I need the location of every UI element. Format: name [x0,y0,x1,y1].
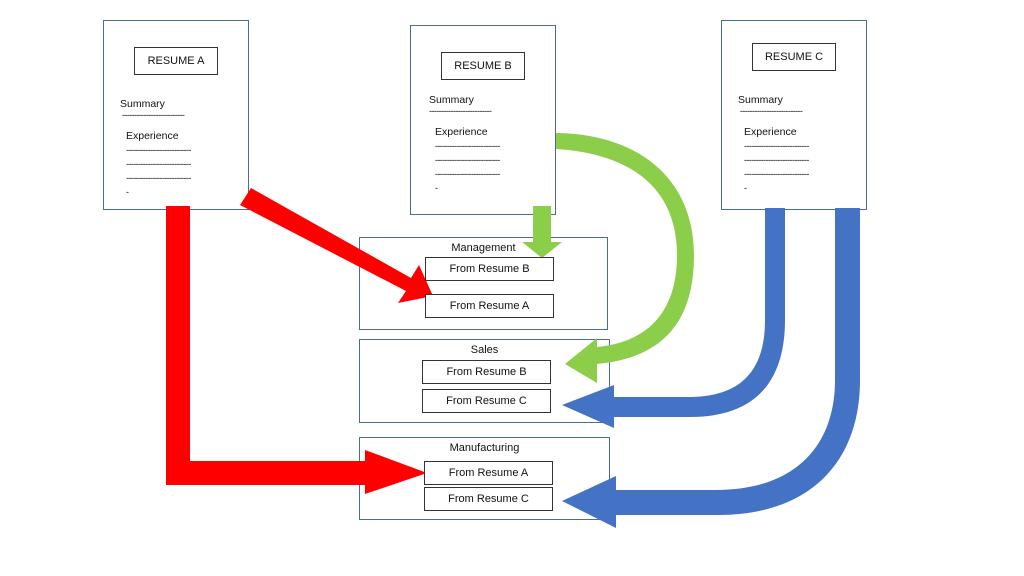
resume-c-card: RESUME C Summary -----------------------… [721,20,867,210]
from-box-label: From Resume A [449,300,530,312]
summary-label: Summary [120,98,165,110]
experience-label: Experience [435,126,488,138]
resume-title: RESUME A [134,47,218,75]
from-box-manufacturing-resume-c: From Resume C [424,487,553,511]
summary-placeholder-line: -------------------------- [122,110,185,120]
experience-placeholder-line: - [744,183,747,193]
experience-placeholder-line: --------------------------- [744,169,809,179]
summary-placeholder-line: -------------------------- [740,106,803,116]
from-box-management-resume-a: From Resume A [425,294,554,318]
summary-placeholder-line: -------------------------- [429,106,492,116]
experience-placeholder-line: --------------------------- [744,141,809,151]
summary-label: Summary [738,94,783,106]
department-title: Sales [470,344,499,356]
experience-placeholder-line: - [126,187,129,197]
resume-title: RESUME B [441,52,525,80]
from-box-management-resume-b: From Resume B [425,257,554,281]
resume-a-card: RESUME A Summary -----------------------… [103,20,249,210]
experience-placeholder-line: --------------------------- [435,141,500,151]
summary-label: Summary [429,94,474,106]
experience-label: Experience [744,126,797,138]
from-box-manufacturing-resume-a: From Resume A [424,461,553,485]
from-box-sales-resume-b: From Resume B [422,360,551,384]
experience-placeholder-line: - [435,183,438,193]
experience-placeholder-line: --------------------------- [126,145,191,155]
experience-placeholder-line: --------------------------- [744,155,809,165]
experience-placeholder-line: --------------------------- [435,169,500,179]
resume-title: RESUME C [752,43,836,71]
department-title: Manufacturing [449,442,520,454]
experience-placeholder-line: --------------------------- [435,155,500,165]
from-box-sales-resume-c: From Resume C [422,389,551,413]
from-box-label: From Resume B [446,366,527,378]
from-box-label: From Resume C [448,493,529,505]
experience-label: Experience [126,130,179,142]
experience-placeholder-line: --------------------------- [126,173,191,183]
department-title: Management [451,242,516,254]
resume-b-card: RESUME B Summary -----------------------… [410,25,556,215]
from-box-label: From Resume C [446,395,527,407]
from-box-label: From Resume A [448,467,529,479]
experience-placeholder-line: --------------------------- [126,159,191,169]
from-box-label: From Resume B [449,263,530,275]
